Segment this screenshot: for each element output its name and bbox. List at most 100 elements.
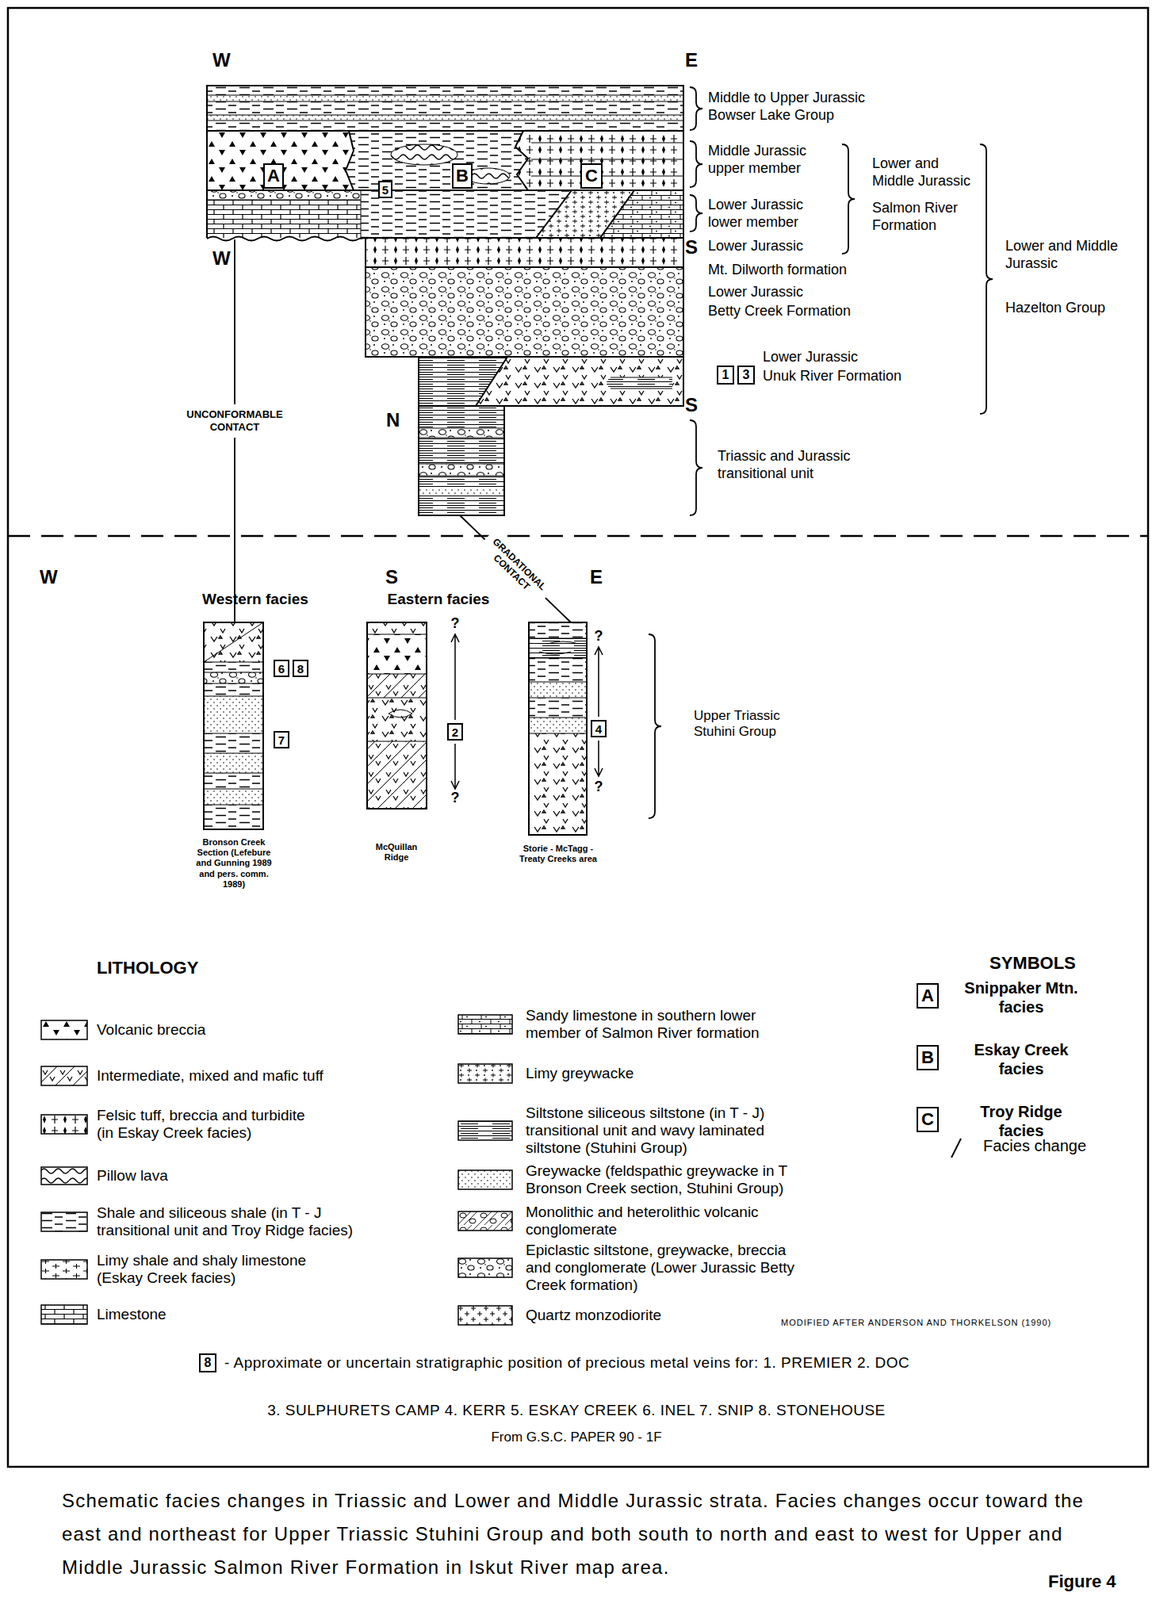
direction-letter: E: [589, 566, 603, 590]
unit-label: Hazelton Group: [1005, 299, 1106, 318]
unit-label: Middle to Upper Jurassic Bowser Lake Gro…: [708, 89, 880, 124]
legend-text: Siltstone siliceous siltstone (in T - J)…: [525, 1104, 796, 1157]
facies-symbol-box: A: [263, 163, 284, 189]
callout-number: 8: [199, 1353, 217, 1373]
question-mark: ?: [451, 789, 460, 808]
legend-swatch: [457, 1063, 513, 1084]
facies-symbol-box: BEskay Creek facies: [916, 1044, 939, 1071]
callout-number: 1: [716, 365, 735, 385]
section-caption: Bronson Creek Section (Lefebure and Gunn…: [190, 837, 278, 890]
legend-swatch: [40, 1019, 89, 1041]
box-label: 7: [278, 734, 285, 747]
box-label: 5: [382, 183, 389, 196]
figure-number: Figure 4: [1048, 1571, 1117, 1593]
swatch-fill: [458, 1121, 513, 1141]
legend-text: Facies change: [983, 1136, 1087, 1156]
unit-label: Lower Jurassic: [708, 283, 804, 302]
source-note: From G.S.C. PAPER 90 - 1F: [490, 1429, 662, 1446]
legend-text: Shale and siliceous shale (in T - J tran…: [96, 1204, 367, 1240]
question-mark: ?: [594, 627, 604, 646]
box-label: B: [455, 167, 469, 185]
box-label: C: [585, 167, 598, 185]
swatch-fill: [41, 1167, 88, 1185]
unit-label: Lower Jurassic: [708, 237, 804, 256]
swatch-fill: [41, 1066, 88, 1086]
swatch-fill: [458, 1258, 513, 1278]
direction-letter: W: [212, 247, 231, 271]
facies-heading: Eastern facies: [387, 590, 490, 609]
legend-swatch: [457, 1169, 513, 1191]
legend-swatch: [457, 1305, 513, 1326]
legend-swatch: [40, 1259, 89, 1280]
callout-number: 8: [292, 659, 309, 678]
question-mark: ?: [594, 778, 604, 797]
direction-letter: S: [385, 566, 399, 590]
contact-label: UNCONFORMABLE CONTACT: [179, 407, 291, 434]
direction-letter: W: [212, 49, 231, 73]
box-label: 4: [595, 723, 602, 735]
unit-label: Salmon River Formation: [872, 199, 977, 234]
direction-letter: W: [39, 566, 58, 590]
swatch-fill: [458, 1211, 513, 1231]
legend-text: Limy greywacke: [525, 1064, 899, 1083]
legend-swatch: [40, 1065, 89, 1087]
legend-text: Sandy limestone in southern lower member…: [525, 1006, 780, 1042]
unit-label: Lower and Middle Jurassic: [1005, 237, 1125, 272]
legend-text: Volcanic breccia: [96, 1021, 446, 1039]
direction-letter: N: [386, 409, 400, 433]
unit-label: Betty Creek Formation: [708, 302, 851, 321]
swatch-fill: [458, 1305, 513, 1325]
legend-text: Intermediate, mixed and mafic tuff: [96, 1067, 446, 1085]
unit-label: Upper Triassic Stuhini Group: [693, 708, 793, 741]
swatch-fill: [41, 1305, 88, 1325]
callout-number: 5: [378, 180, 393, 199]
footnote-text: - Approximate or uncertain stratigraphic…: [224, 1354, 910, 1373]
box-label: C: [921, 1110, 934, 1129]
direction-letter: S: [685, 394, 698, 418]
direction-letter: S: [685, 236, 698, 260]
legend-swatch: [457, 1014, 513, 1035]
facies-symbol-box: ASnippaker Mtn. facies: [916, 983, 939, 1009]
box-label: 6: [278, 662, 285, 675]
legend-swatch: [40, 1113, 89, 1135]
swatch-fill: [458, 1014, 513, 1034]
box-label: 8: [204, 1356, 212, 1370]
swatch-fill: [41, 1020, 88, 1040]
facies-symbol-box: B: [451, 163, 473, 189]
box-label: 1: [722, 368, 730, 382]
unit-label: Lower and Middle Jurassic: [872, 155, 977, 190]
callout-number: 7: [273, 731, 290, 749]
footnote-text: 3. SULPHURETS CAMP 4. KERR 5. ESKAY CREE…: [267, 1401, 886, 1421]
facies-heading: Western facies: [202, 590, 309, 609]
symbol-description: Eskay Creek facies: [961, 1040, 1081, 1079]
symbol-description: Snippaker Mtn. facies: [961, 978, 1081, 1017]
callout-number: 6: [273, 659, 290, 678]
facies-symbol-box: CTroy Ridge facies: [916, 1106, 939, 1133]
legend-swatch: [457, 1210, 513, 1232]
source-note: MODIFIED AFTER ANDERSON AND THORKELSON (…: [780, 1317, 1052, 1329]
legend-swatch: [457, 1120, 513, 1141]
direction-letter: E: [685, 49, 698, 73]
unit-label: Middle Jurassic upper member: [708, 142, 827, 177]
legend-text: Limy shale and shaly limestone (Eskay Cr…: [96, 1251, 327, 1287]
unit-label: Triassic and Jurassic transitional unit: [717, 447, 870, 483]
section-caption: McQuillan Ridge: [364, 842, 429, 863]
legend-text: Pillow lava: [96, 1167, 446, 1185]
legend-heading: SYMBOLS: [989, 953, 1076, 974]
legend-text: Monolithic and heterolithic volcanic con…: [525, 1203, 800, 1239]
legend-swatch: [40, 1304, 89, 1325]
question-mark: ?: [451, 615, 460, 633]
callout-number: 4: [590, 719, 607, 738]
unit-label: Lower Jurassic lower member: [708, 196, 827, 231]
box-label: 3: [742, 368, 751, 382]
box-label: B: [921, 1048, 934, 1067]
box-label: 2: [451, 726, 459, 739]
unit-label: Mt. Dilworth formation: [708, 261, 847, 280]
legend-swatch: [40, 1211, 89, 1233]
unit-label: Lower Jurassic: [762, 348, 858, 367]
legend-heading: LITHOLOGY: [96, 957, 199, 979]
swatch-fill: [41, 1259, 88, 1279]
box-label: 8: [297, 662, 304, 675]
swatch-fill: [458, 1170, 513, 1190]
